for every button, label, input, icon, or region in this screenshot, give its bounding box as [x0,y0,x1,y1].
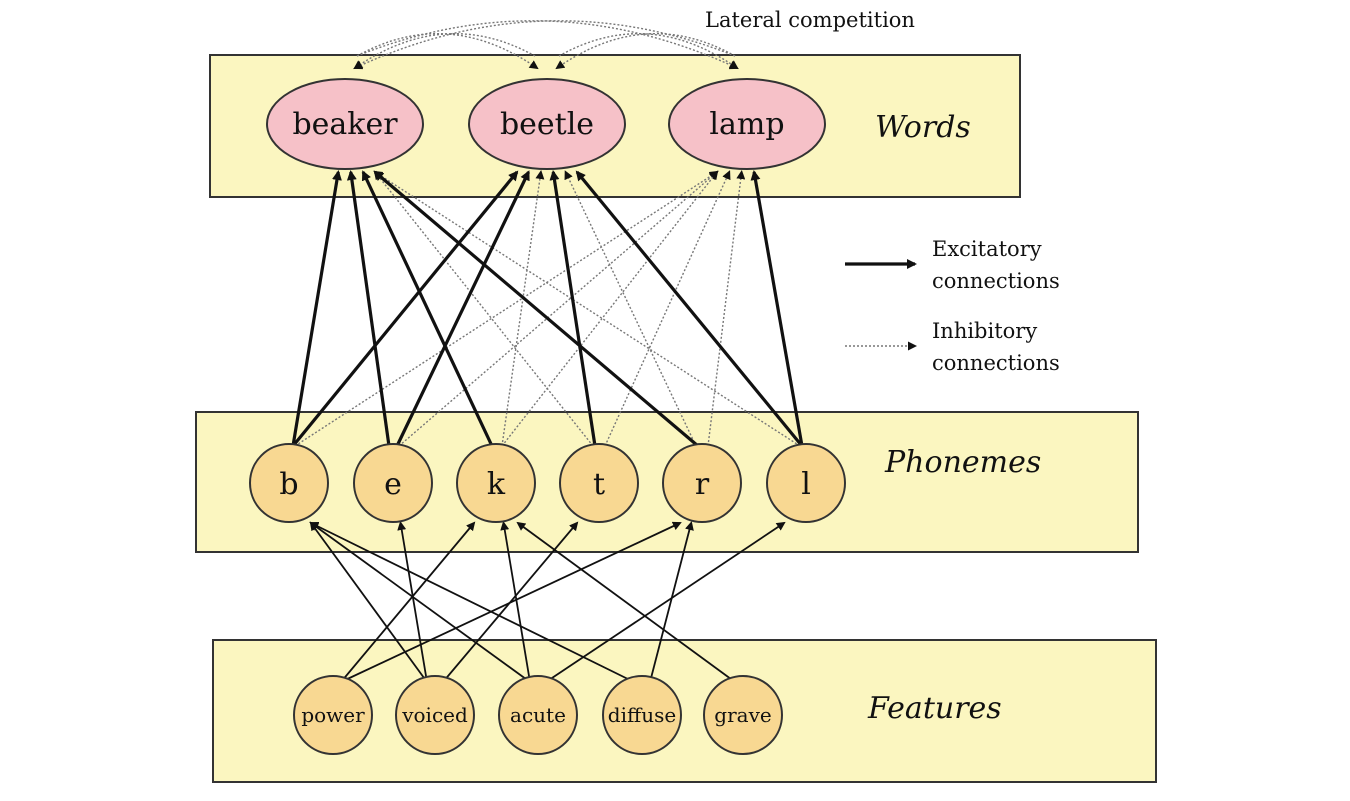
phoneme-label: e [384,467,402,502]
word-node-lamp: lamp [668,78,826,170]
phoneme-node-t: t [559,443,639,523]
feature-edge-acute-b [309,521,531,683]
feature-edge-diffuse-r [649,521,694,683]
excitatory-edge-l-beetle [575,170,804,448]
lateral-competition-connections [353,20,739,70]
feature-label: voiced [401,703,468,727]
features-layer-label: Features [867,691,1002,726]
lateral-edge-beetle-lamp [558,33,739,70]
feature-node-acute: acute [498,675,578,755]
feature-edge-grave-k [516,521,736,683]
word-label: beaker [292,107,398,142]
excitatory-edge-b-beetle [291,170,519,448]
excitatory-connections [291,170,804,448]
phoneme-node-e: e [353,443,433,523]
feature-edge-power-k [340,521,476,683]
feature-edge-acute-l [545,521,786,683]
inhibitory-edge-r-lamp [707,170,746,447]
feature-node-diffuse: diffuse [602,675,682,755]
excitatory-edge-e-beaker [346,170,391,447]
words-layer-label: Words [875,110,971,145]
phoneme-label: l [801,467,811,502]
lateral-edge-beaker-beetle [356,33,539,70]
inhibitory-edge-r-beetle [564,170,697,447]
phoneme-label: b [279,467,298,502]
feature-label: acute [510,703,566,727]
feature-connections [309,521,786,683]
word-node-beaker: beaker [266,78,424,170]
lateral-edge-lamp-beetle [555,33,736,70]
word-label: lamp [709,107,784,142]
excitatory-edge-r-beaker [373,170,700,448]
feature-label: grave [714,703,771,727]
legend: Excitatory connections Inhibitory connec… [845,237,1060,375]
legend-excitatory-line1: Excitatory [932,237,1042,261]
phoneme-node-b: b [249,443,329,523]
legend-inhibitory-line2: connections [932,351,1060,375]
word-node-beetle: beetle [468,78,626,170]
inhibitory-edge-l-beaker [373,170,801,447]
feature-label: power [301,703,365,727]
feature-label: diffuse [608,703,676,727]
phoneme-label: k [487,467,506,502]
feature-edge-acute-k [500,521,531,683]
feature-edge-voiced-e [397,521,428,683]
phoneme-node-k: k [456,443,536,523]
lateral-edge-beaker-lamp [356,20,739,70]
legend-excitatory-line2: connections [932,269,1060,293]
feature-node-grave: grave [703,675,783,755]
feature-node-voiced: voiced [395,675,475,755]
inhibitory-edge-b-lamp [294,170,719,447]
legend-inhibitory-line1: Inhibitory [932,319,1037,343]
excitatory-edge-b-beaker [291,170,342,447]
excitatory-edge-e-beetle [395,170,530,447]
lateral-edge-beetle-beaker [353,33,536,70]
phoneme-label: t [593,467,605,502]
phoneme-label: r [695,467,710,502]
phoneme-node-l: l [766,443,846,523]
feature-node-power: power [293,675,373,755]
word-label: beetle [500,107,594,142]
inhibitory-edge-t-lamp [604,170,731,447]
lateral-competition-label: Lateral competition [705,8,915,32]
excitatory-edge-t-beetle [549,170,597,447]
feature-edge-diffuse-b [309,522,635,683]
phonemes-layer-label: Phonemes [884,445,1041,480]
inhibitory-edge-e-lamp [398,170,719,447]
inhibitory-connections [294,170,801,447]
excitatory-edge-k-beaker [361,170,494,447]
lateral-edge-lamp-beaker [353,20,736,70]
phoneme-node-r: r [662,443,742,523]
feature-edge-voiced-b [309,521,428,683]
excitatory-edge-l-lamp [750,170,804,447]
